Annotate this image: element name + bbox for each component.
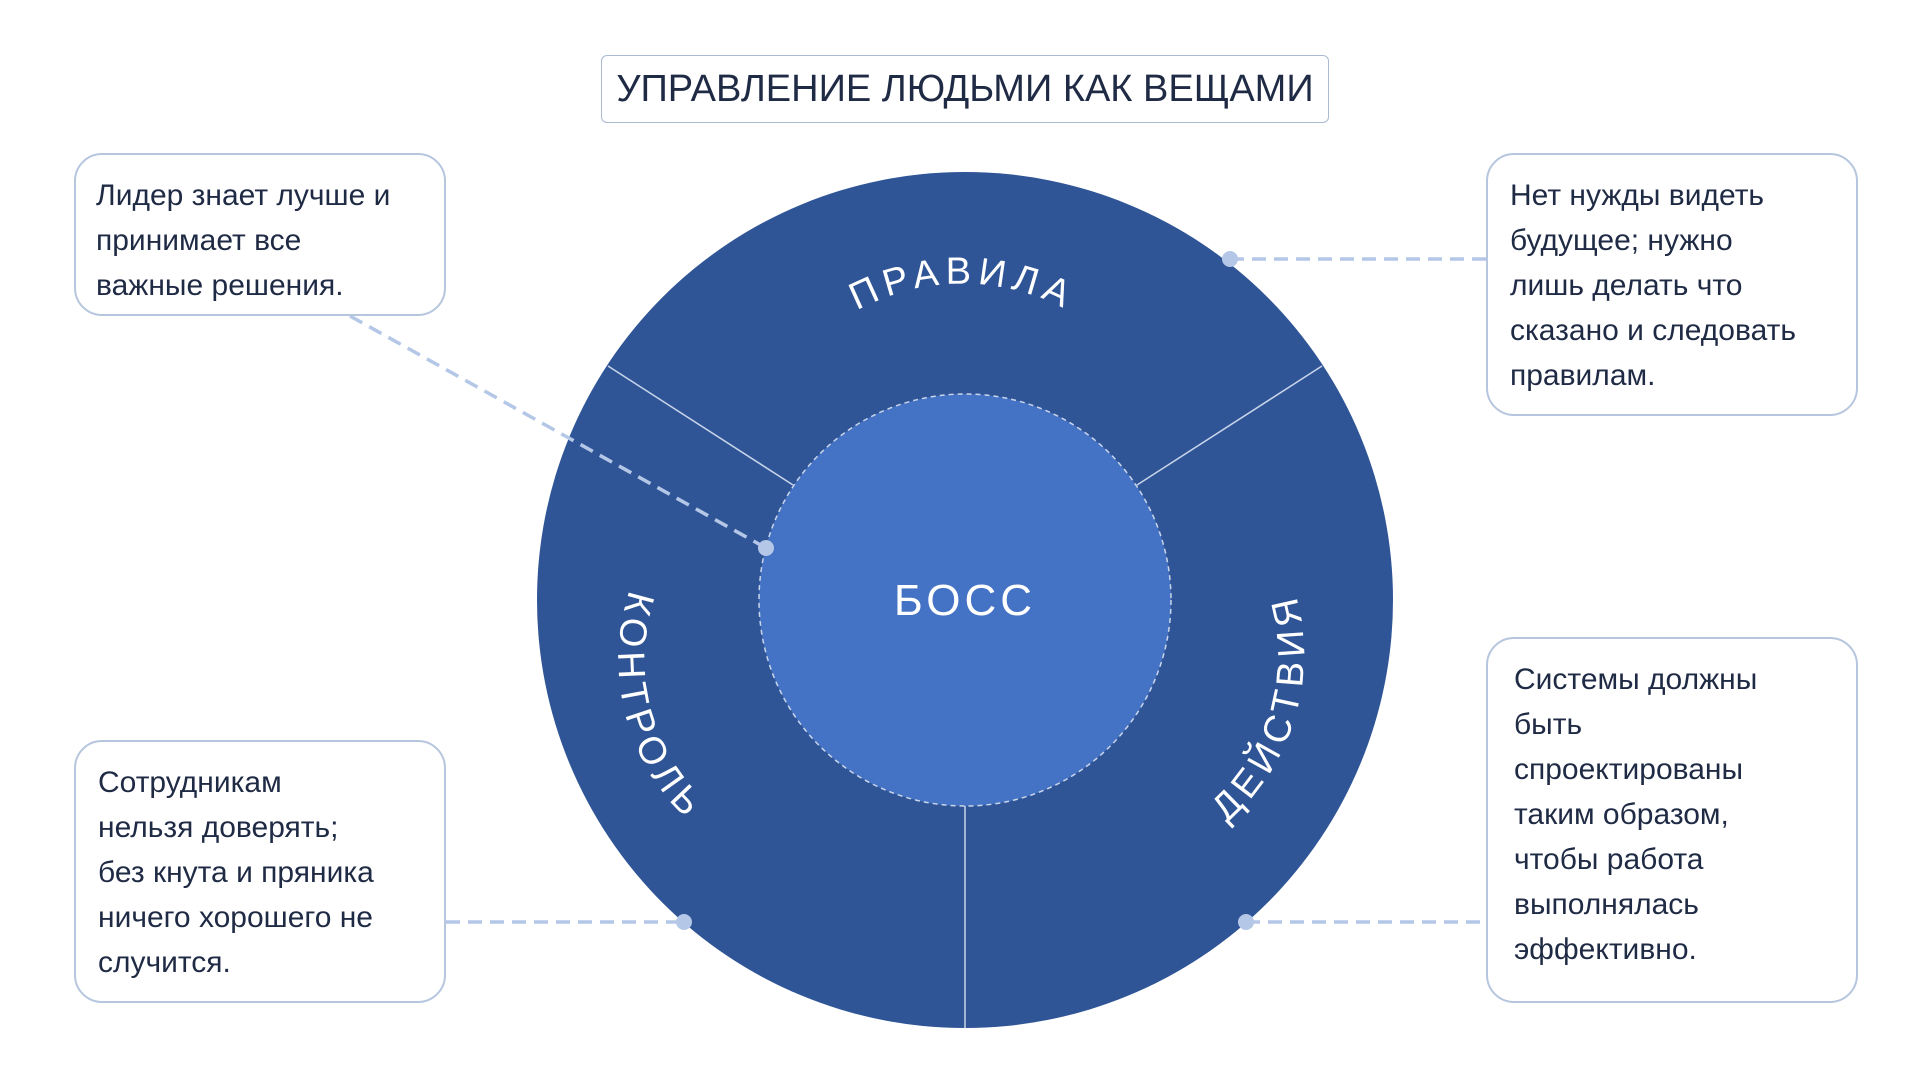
connector-top-left xyxy=(349,314,767,550)
callout-line: правилам. xyxy=(1510,359,1656,392)
center-label: БОСС xyxy=(894,576,1036,625)
callout-line: выполнялась xyxy=(1514,888,1699,921)
connector-dot-bottom-right xyxy=(1238,914,1254,930)
inner-circle xyxy=(758,393,1172,807)
callout-top-left: Лидер знает лучше и принимает все важные… xyxy=(74,153,446,316)
callout-line: будущее; нужно xyxy=(1510,224,1733,257)
callout-line: сказано и следовать xyxy=(1510,314,1796,347)
callout-line: ничего хорошего не xyxy=(98,901,373,934)
divider-top-left xyxy=(607,365,794,486)
callout-line: Системы должны xyxy=(1514,663,1758,696)
connector-dot-bottom-left xyxy=(676,914,692,930)
divider-top-right xyxy=(1136,365,1323,486)
connector-dot-top-right xyxy=(1222,251,1238,267)
callout-line: лишь делать что xyxy=(1510,269,1743,302)
callout-line: Сотрудникам xyxy=(98,766,282,799)
callout-line: без кнута и пряника xyxy=(98,856,374,889)
callout-line: чтобы работа xyxy=(1514,843,1704,876)
callout-line: важные решения. xyxy=(96,269,344,302)
callout-line: эффективно. xyxy=(1514,933,1697,966)
callout-line: принимает все xyxy=(96,224,302,257)
callout-line: случится. xyxy=(98,946,231,979)
callout-line: Лидер знает лучше и xyxy=(96,179,391,212)
callout-line: быть xyxy=(1514,708,1583,741)
callout-bottom-right: Системы должны быть спроектированы таким… xyxy=(1486,637,1858,1003)
callout-line: Нет нужды видеть xyxy=(1510,179,1765,212)
connector-dot-top-left xyxy=(758,540,774,556)
callout-top-right: Нет нужды видеть будущее; нужно лишь дел… xyxy=(1486,153,1858,416)
callout-line: нельзя доверять; xyxy=(98,811,339,844)
callout-line: спроектированы xyxy=(1514,753,1744,786)
callout-bottom-left: Сотрудникам нельзя доверять; без кнута и… xyxy=(74,740,446,1003)
diagram-title: УПРАВЛЕНИЕ ЛЮДЬМИ КАК ВЕЩАМИ xyxy=(601,55,1329,123)
callout-line: таким образом, xyxy=(1514,798,1729,831)
